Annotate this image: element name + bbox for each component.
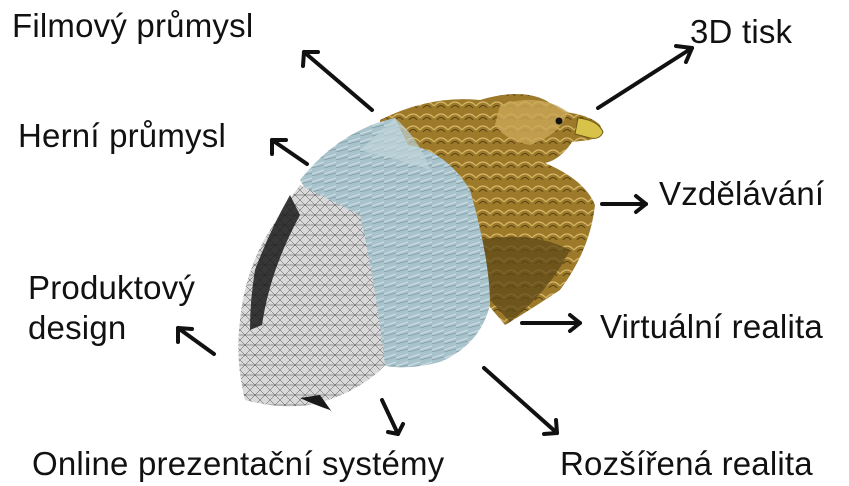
label-product-line1: Produktový xyxy=(28,268,195,308)
label-education: Vzdělávání xyxy=(659,176,824,213)
label-3d-print: 3D tisk xyxy=(690,14,792,51)
arrow-vr xyxy=(522,315,580,331)
label-augmented-reality: Rozšířená realita xyxy=(560,446,813,483)
arrow-film xyxy=(303,52,372,110)
label-online-presentation: Online prezentační systémy xyxy=(32,446,444,483)
arrow-3d xyxy=(598,46,692,108)
label-game-industry: Herní průmysl xyxy=(18,118,226,155)
label-virtual-reality: Virtuální realita xyxy=(600,309,823,346)
label-product-line2: design xyxy=(28,308,195,348)
label-film-industry: Filmový průmysl xyxy=(12,8,253,45)
beak-shape xyxy=(575,118,603,138)
arrow-game xyxy=(272,140,307,164)
arrow-education xyxy=(602,196,646,212)
arrow-online xyxy=(382,400,403,434)
arrow-ar xyxy=(484,368,557,434)
label-product-design: Produktový design xyxy=(28,268,195,347)
